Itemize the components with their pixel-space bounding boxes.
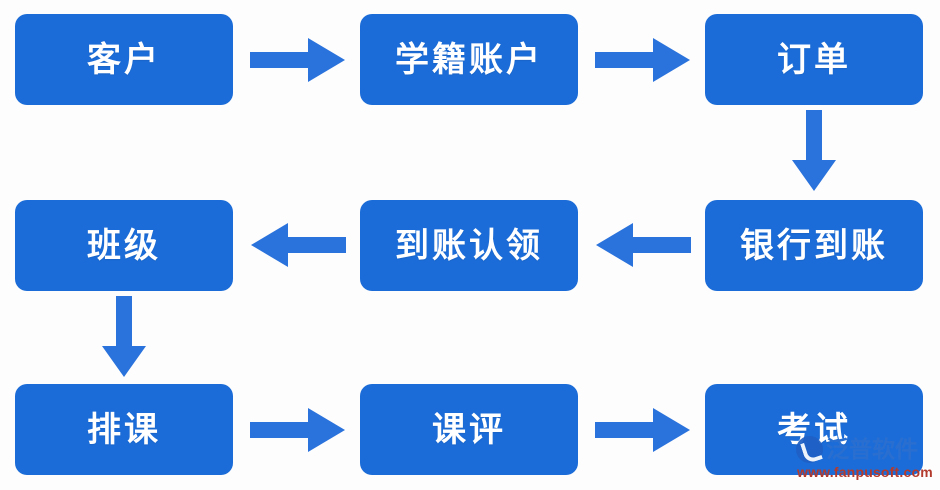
arrow-down-order-to-bank-receipt [791,110,837,192]
arrow-right-scheduling-to-course-review [250,407,346,453]
node-label: 到账认领 [395,226,543,265]
node-label: 班级 [87,226,161,265]
node-exam[interactable]: 考试 [705,384,923,475]
node-bank-receipt[interactable]: 银行到账 [705,200,923,291]
node-label: 考试 [777,410,851,449]
arrow-left-bank-receipt-to-receipt-claim [595,222,691,268]
node-class[interactable]: 班级 [15,200,233,291]
node-label: 学籍账户 [395,40,543,79]
node-order[interactable]: 订单 [705,14,923,105]
arrow-right-customer-to-student-account [250,37,346,83]
arrow-right-student-account-to-order [595,37,691,83]
node-scheduling[interactable]: 排课 [15,384,233,475]
node-label: 排课 [87,410,161,449]
arrow-down-class-to-scheduling [101,296,147,378]
node-course-review[interactable]: 课评 [360,384,578,475]
node-label: 订单 [777,40,851,79]
arrow-left-receipt-claim-to-class [250,222,346,268]
arrow-right-course-review-to-exam [595,407,691,453]
node-label: 课评 [432,410,506,449]
node-receipt-claim[interactable]: 到账认领 [360,200,578,291]
node-customer[interactable]: 客户 [15,14,233,105]
node-label: 银行到账 [740,226,888,265]
node-label: 客户 [87,40,161,79]
node-student-account[interactable]: 学籍账户 [360,14,578,105]
